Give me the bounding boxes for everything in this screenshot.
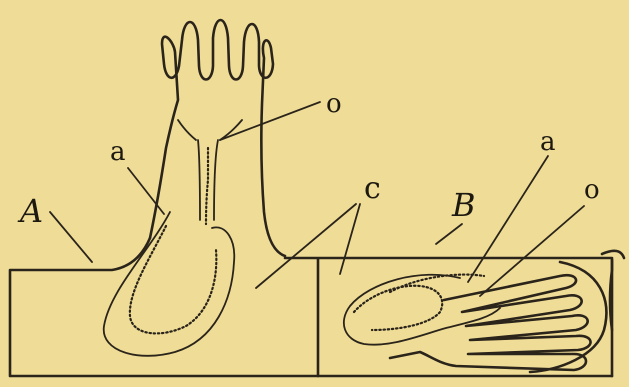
panel-b: B a o bbox=[285, 127, 624, 376]
panel-a-canal-right bbox=[214, 140, 218, 220]
leader-a-right bbox=[468, 156, 548, 282]
label-a-left: a bbox=[110, 137, 126, 167]
panel-a-canal-wall-left bbox=[178, 120, 196, 140]
label-B: B bbox=[451, 186, 476, 224]
panel-a-cavity-inner bbox=[130, 226, 216, 333]
label-a-right: a bbox=[540, 127, 556, 157]
leader-A bbox=[50, 212, 92, 262]
label-c: c bbox=[364, 171, 381, 206]
panel-a-canal-wall-right bbox=[220, 120, 242, 140]
panel-a-osculum-canal bbox=[206, 148, 208, 224]
leader-o-top bbox=[220, 102, 320, 140]
panel-a-canal-left bbox=[198, 140, 200, 220]
label-A: A bbox=[17, 192, 43, 230]
leader-c-left bbox=[256, 204, 356, 288]
panel-a: A a o bbox=[10, 20, 342, 376]
label-o-top: o bbox=[326, 89, 342, 119]
label-o-right: o bbox=[584, 175, 600, 205]
panel-a-body bbox=[150, 20, 285, 256]
leader-B bbox=[436, 224, 462, 244]
